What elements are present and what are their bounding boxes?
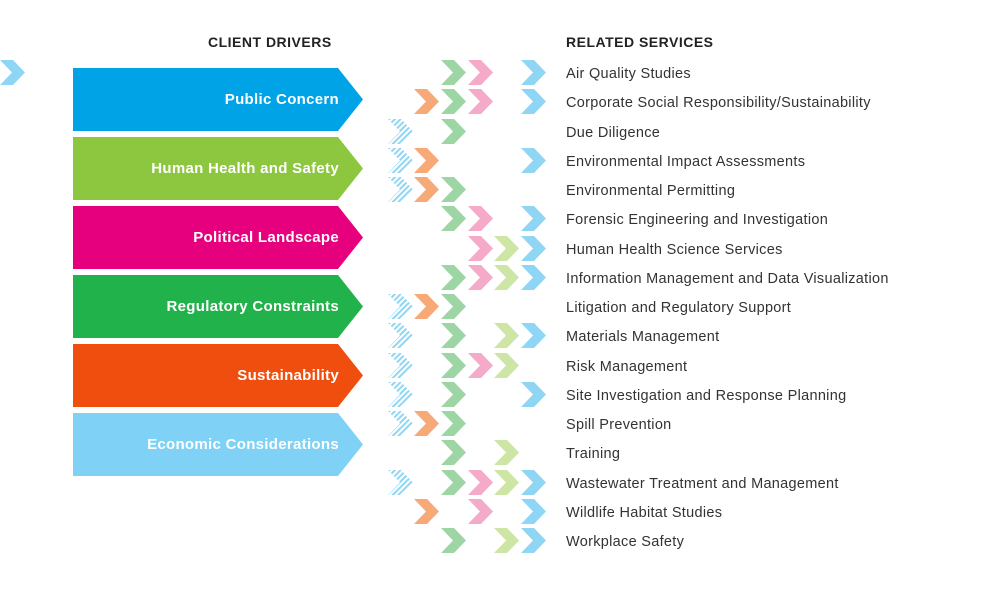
- chevron-green-icon: [441, 264, 466, 290]
- service-label: Information Management and Data Visualiz…: [566, 270, 889, 287]
- driver-label: Political Landscape: [193, 229, 339, 246]
- chevron-green-icon: [441, 323, 466, 349]
- driver-arrow: Public Concern: [73, 68, 363, 131]
- service-label: Risk Management: [566, 358, 688, 375]
- chevron-orange-icon: [414, 147, 439, 173]
- chevron-blue-icon: [388, 177, 413, 202]
- service-label: Training: [566, 446, 621, 463]
- chevron-green-icon: [441, 60, 466, 85]
- service-label: Site Investigation and Response Planning: [566, 387, 847, 404]
- chevron-green-icon: [441, 411, 466, 436]
- chevron-blue-icon: [388, 411, 413, 436]
- chevron-green-icon: [441, 206, 466, 232]
- driver-arrow: Economic Considerations: [73, 413, 363, 476]
- service-label: Due Diligence: [566, 124, 661, 141]
- chevron-blue2-icon: [521, 323, 546, 349]
- driver-label: Regulatory Constraints: [166, 298, 339, 315]
- chevron-orange-icon: [414, 498, 439, 524]
- chevron-lightgreen-icon: [494, 528, 519, 553]
- chevron-green-icon: [441, 177, 466, 202]
- chevron-lightgreen-icon: [494, 352, 519, 378]
- chevron-blue2-icon: [521, 235, 546, 261]
- chevron-blue-icon: [388, 381, 413, 407]
- chevron-blue-icon: [388, 323, 413, 349]
- service-label: Spill Prevention: [566, 417, 672, 433]
- service-label: Wastewater Treatment and Management: [566, 475, 839, 492]
- chevron-green-icon: [441, 294, 466, 319]
- chevron-green-icon: [441, 440, 466, 466]
- chevron-blue-icon: [388, 118, 413, 144]
- chevron-orange-icon: [414, 177, 439, 202]
- chevron-pink-icon: [468, 206, 493, 232]
- chevron-blue2-icon: [521, 498, 546, 524]
- chevron-pink-icon: [468, 352, 493, 378]
- chevron-lightgreen-icon: [494, 264, 519, 290]
- service-label: Forensic Engineering and Investigation: [566, 212, 829, 229]
- driver-arrow: Political Landscape: [73, 206, 363, 269]
- chevron-pink-icon: [468, 498, 493, 524]
- chevron-pink-icon: [468, 469, 493, 495]
- chevron-lightgreen-icon: [494, 235, 519, 261]
- chevron-blue-icon: [388, 469, 413, 495]
- chevron-green-icon: [441, 381, 466, 407]
- service-label: Corporate Social Responsibility/Sustaina…: [566, 95, 871, 112]
- chevron-orange-icon: [414, 294, 439, 319]
- chevron-lightgreen-icon: [494, 469, 519, 495]
- service-label: Environmental Impact Assessments: [566, 153, 806, 170]
- chevron-green-icon: [441, 469, 466, 495]
- chevron-green-icon: [441, 528, 466, 553]
- client-drivers-header: CLIENT DRIVERS: [208, 34, 332, 50]
- chevron-lightgreen-icon: [494, 323, 519, 349]
- chevron-orange-icon: [414, 411, 439, 436]
- chevron-blue2-icon: [521, 381, 546, 407]
- chevron-blue2-icon: [0, 60, 25, 85]
- chevron-pink-icon: [468, 89, 493, 115]
- driver-label: Sustainability: [237, 367, 339, 384]
- driver-arrow: Regulatory Constraints: [73, 275, 363, 338]
- chevron-blue-icon: [388, 294, 413, 319]
- chevron-blue2-icon: [521, 60, 546, 85]
- driver-arrow: Sustainability: [73, 344, 363, 407]
- chevron-blue-icon: [388, 147, 413, 173]
- driver-label: Economic Considerations: [147, 436, 339, 453]
- service-label: Materials Management: [566, 329, 720, 346]
- chevron-blue2-icon: [521, 206, 546, 232]
- chevron-blue2-icon: [521, 147, 546, 173]
- chevron-pink-icon: [468, 60, 493, 85]
- chevron-blue2-icon: [521, 528, 546, 553]
- service-label: Wildlife Habitat Studies: [566, 504, 723, 521]
- chevron-pink-icon: [468, 264, 493, 290]
- service-label: Environmental Permitting: [566, 183, 736, 199]
- chevron-green-icon: [441, 89, 466, 115]
- chevron-blue-icon: [388, 352, 413, 378]
- service-label: Litigation and Regulatory Support: [566, 300, 792, 316]
- chevron-lightgreen-icon: [494, 440, 519, 466]
- chevron-blue2-icon: [521, 264, 546, 290]
- chevron-blue2-icon: [521, 89, 546, 115]
- service-label: Air Quality Studies: [566, 66, 691, 82]
- service-label: Human Health Science Services: [566, 241, 783, 258]
- chevron-orange-icon: [414, 89, 439, 115]
- service-label: Workplace Safety: [566, 534, 685, 550]
- chevron-green-icon: [441, 118, 466, 144]
- driver-label: Public Concern: [224, 91, 339, 108]
- driver-arrow: Human Health and Safety: [73, 137, 363, 200]
- related-services-header: RELATED SERVICES: [566, 34, 714, 50]
- chevron-pink-icon: [468, 235, 493, 261]
- chevron-green-icon: [441, 352, 466, 378]
- driver-label: Human Health and Safety: [151, 160, 339, 177]
- chevron-blue2-icon: [521, 469, 546, 495]
